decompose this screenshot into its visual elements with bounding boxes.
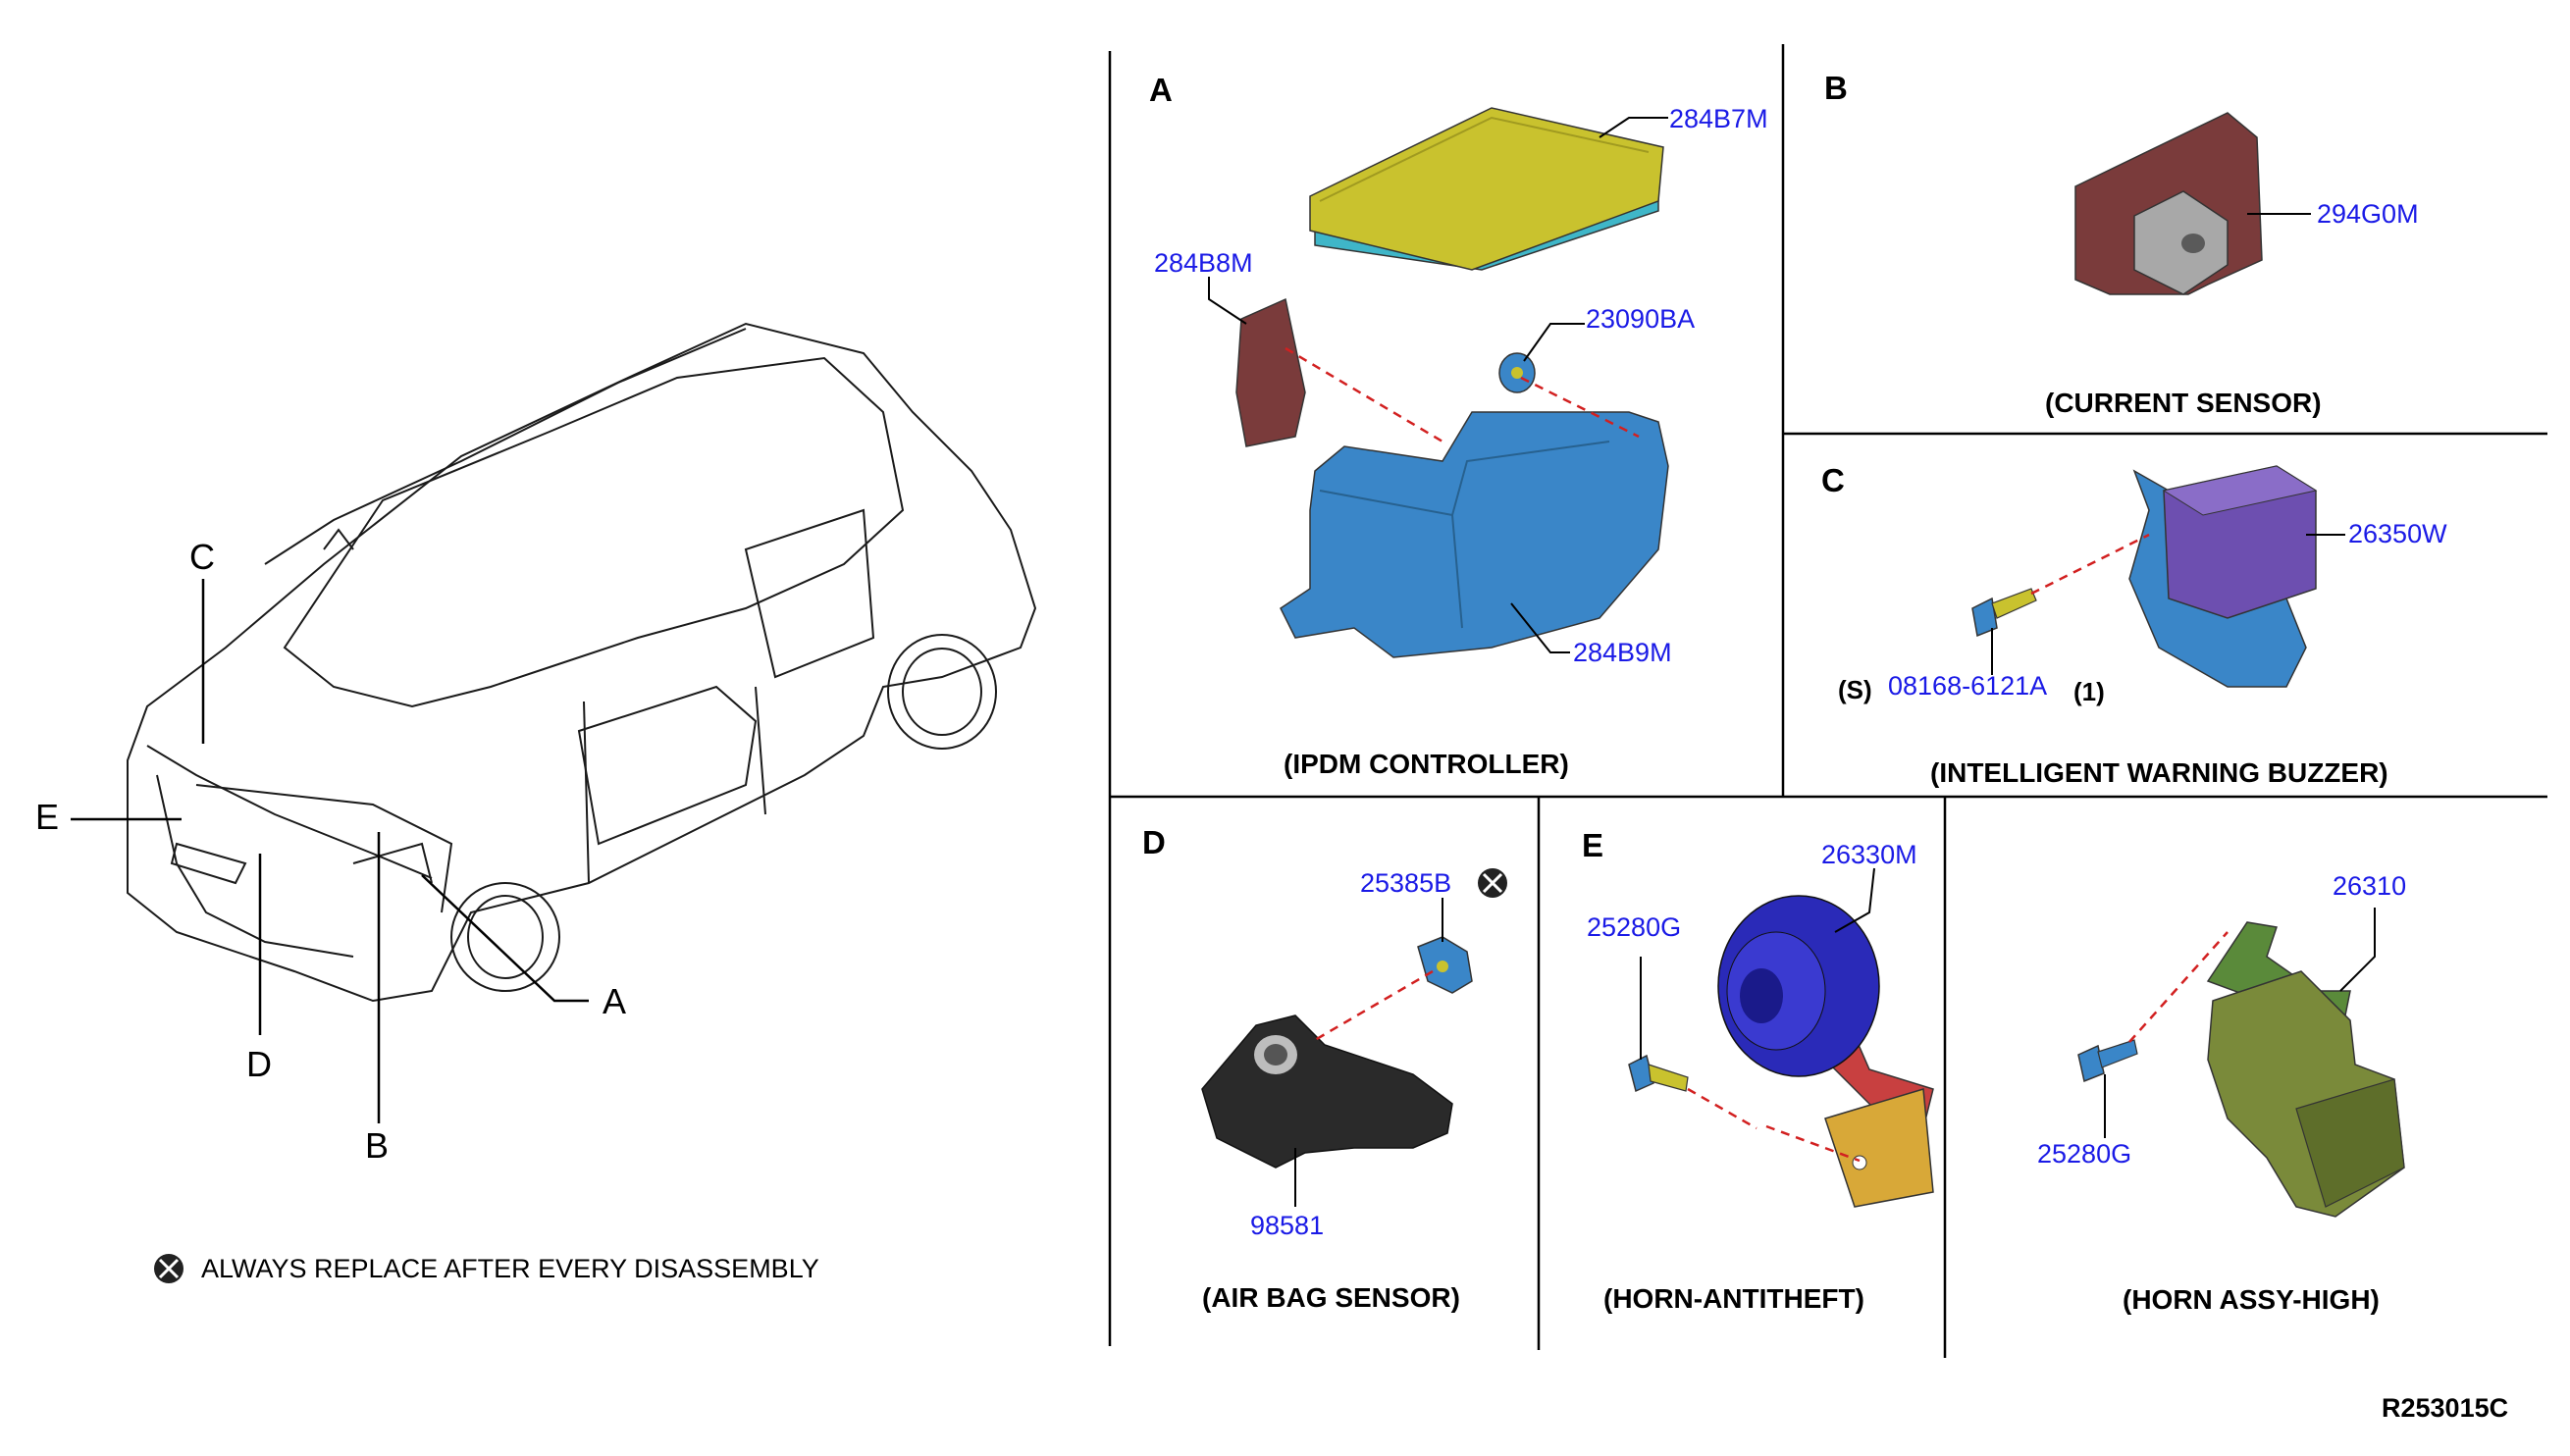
callout-a: A [603, 981, 627, 1021]
caption-current-sensor: (CURRENT SENSOR) [2045, 388, 2322, 418]
callout-e: E [35, 797, 60, 837]
horn-antitheft-part [1717, 895, 1934, 1208]
ipdm-base-part [1280, 411, 1669, 658]
section-e-letter: E [1582, 827, 1604, 863]
airbag-leaders [1294, 898, 1443, 1207]
buzzer-part [2128, 465, 2318, 688]
horn-antitheft-leaders [1640, 867, 1875, 1060]
part-25385b: 25385B [1360, 868, 1452, 898]
callout-d: D [246, 1044, 272, 1084]
ipdm-nut-part [1498, 352, 1536, 393]
callout-c: C [189, 537, 215, 577]
horn-antitheft-bolt-part [1628, 1054, 1689, 1093]
caption-horn-assy-high: (HORN ASSY-HIGH) [2123, 1284, 2380, 1315]
caption-ipdm-controller: (IPDM CONTROLLER) [1284, 749, 1569, 779]
part-08168-6121a: 08168-6121A [1888, 671, 2048, 701]
part-294g0m: 294G0M [2317, 199, 2419, 229]
airbag-sensor-part [1201, 1014, 1453, 1169]
part-284b9m: 284B9M [1573, 638, 1672, 667]
airbag-nut-part [1417, 936, 1473, 994]
reference-code: R253015C [2382, 1393, 2509, 1423]
panel-grid [1108, 44, 2547, 1358]
horn-antitheft-dashed-leader [1687, 1087, 1861, 1163]
x-circle-icon [154, 1254, 184, 1283]
caption-intelligent-warning-buzzer: (INTELLIGENT WARNING BUZZER) [1930, 757, 2388, 788]
buzzer-dashed-leader [2030, 533, 2150, 596]
part-25280g-high: 25280G [2037, 1139, 2132, 1169]
part-26350w: 26350W [2348, 519, 2447, 548]
current-sensor-part [2074, 112, 2263, 295]
buzzer-bolt-part [1971, 588, 2037, 638]
ipdm-cover-part [1309, 107, 1664, 271]
caption-horn-antitheft: (HORN-ANTITHEFT) [1603, 1283, 1864, 1314]
legend-text: ALWAYS REPLACE AFTER EVERY DISASSEMBLY [201, 1254, 819, 1283]
service-part-marker: (S) [1838, 675, 1872, 704]
part-23090ba: 23090BA [1586, 304, 1696, 334]
section-b-letter: B [1824, 70, 1848, 106]
section-c-letter: C [1821, 462, 1845, 498]
callout-b: B [365, 1125, 390, 1166]
x-circle-icon-25385b [1478, 868, 1507, 898]
part-26330m: 26330M [1821, 840, 1917, 869]
section-d-letter: D [1142, 824, 1166, 860]
part-284b8m: 284B8M [1154, 248, 1253, 278]
section-a-letter: A [1149, 72, 1173, 108]
part-284b7m: 284B7M [1669, 104, 1768, 133]
ipdm-dashed-leaders [1285, 346, 1640, 443]
airbag-dashed-leader [1314, 969, 1434, 1042]
horn-high-leaders [2104, 908, 2376, 1138]
part-98581: 98581 [1250, 1211, 1325, 1240]
part-25280g-antitheft: 25280G [1587, 912, 1682, 942]
caption-air-bag-sensor: (AIR BAG SENSOR) [1202, 1282, 1460, 1313]
horn-high-part [2206, 921, 2405, 1218]
quantity-label: (1) [2073, 677, 2105, 706]
part-26310: 26310 [2333, 871, 2407, 901]
callout-leaders [71, 579, 589, 1123]
ipdm-bracket-part [1235, 297, 1306, 447]
buzzer-leaders [1991, 534, 2345, 675]
vehicle-outline [127, 322, 1037, 1003]
horn-high-bolt-part [2077, 1039, 2138, 1083]
ipdm-leaders [1208, 117, 1668, 653]
